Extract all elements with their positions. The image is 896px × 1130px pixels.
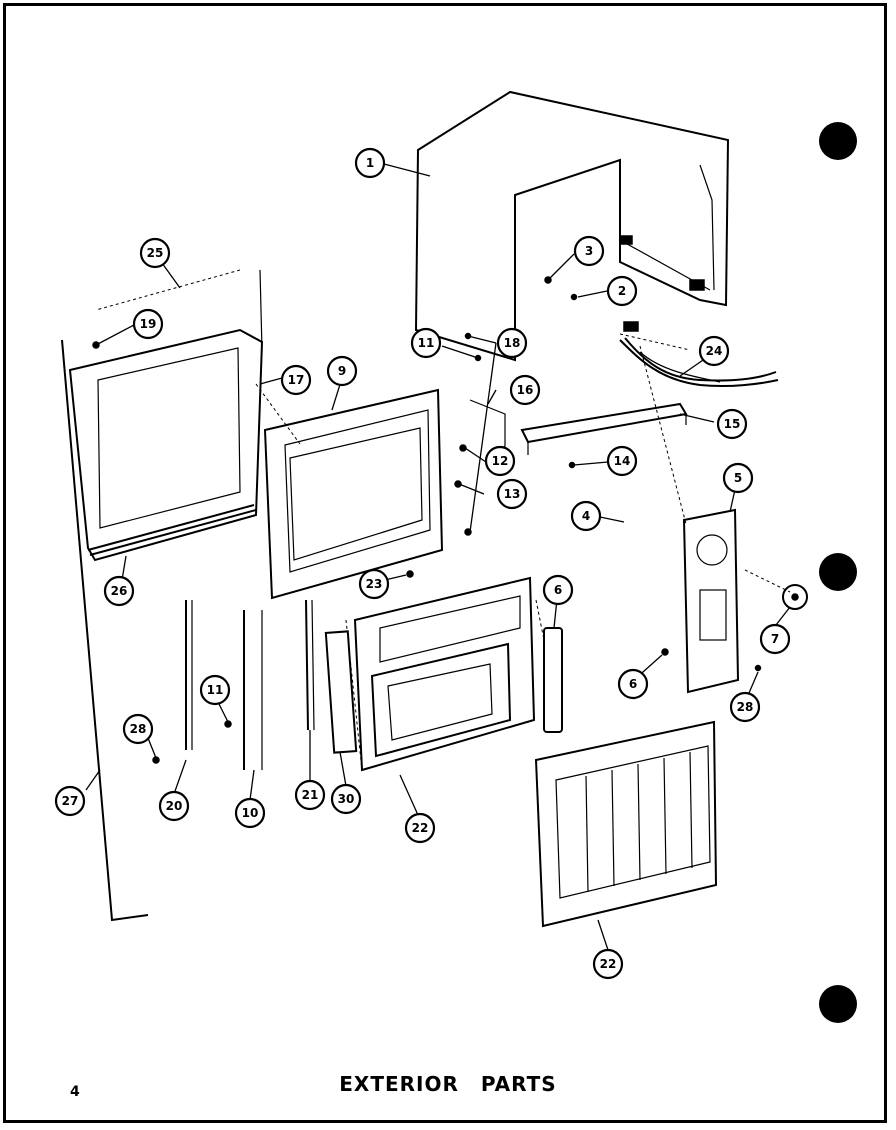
svg-text:22: 22	[412, 821, 429, 835]
page-number: 4	[70, 1084, 80, 1100]
callout-16: 16	[509, 374, 541, 406]
callout-14: 14	[606, 445, 638, 477]
hardware-screws	[92, 276, 762, 764]
svg-text:12: 12	[492, 454, 509, 468]
svg-text:1: 1	[366, 156, 374, 170]
svg-text:20: 20	[166, 799, 183, 813]
callout-28a: 28	[122, 713, 154, 745]
svg-text:17: 17	[288, 373, 305, 387]
outer-cabinet	[414, 90, 730, 362]
svg-text:22: 22	[600, 957, 617, 971]
wire-harness	[619, 337, 779, 388]
svg-text:28: 28	[737, 700, 754, 714]
control-panel	[682, 508, 740, 694]
svg-text:6: 6	[554, 583, 562, 597]
callout-4: 4	[570, 500, 602, 532]
callout-1: 1	[354, 147, 386, 179]
page-title: EXTERIOR PARTS	[339, 1072, 557, 1096]
alignment-lines	[95, 269, 791, 771]
callout-7: 7	[759, 623, 791, 655]
svg-text:6: 6	[629, 677, 637, 691]
control-knob	[782, 584, 808, 610]
svg-text:21: 21	[302, 788, 319, 802]
svg-text:11: 11	[418, 336, 435, 350]
svg-text:14: 14	[614, 454, 631, 468]
svg-text:13: 13	[504, 487, 521, 501]
callout-11b: 11	[199, 674, 231, 706]
svg-text:24: 24	[706, 344, 723, 358]
svg-text:18: 18	[504, 336, 521, 350]
callout-13: 13	[496, 478, 528, 510]
svg-text:3: 3	[585, 244, 593, 258]
side-trim	[61, 339, 149, 922]
svg-text:27: 27	[62, 794, 79, 808]
callout-10: 10	[234, 797, 266, 829]
callout-6b: 6	[617, 668, 649, 700]
callout-3: 3	[573, 235, 605, 267]
punch-hole-bottom	[819, 985, 857, 1023]
svg-text:5: 5	[734, 471, 742, 485]
callout-21: 21	[294, 779, 326, 811]
svg-text:15: 15	[724, 417, 741, 431]
svg-text:4: 4	[582, 509, 590, 523]
callout-26: 26	[103, 575, 135, 607]
callout-19: 19	[132, 308, 164, 340]
svg-text:11: 11	[207, 683, 224, 697]
svg-text:23: 23	[366, 577, 383, 591]
callout-27: 27	[54, 785, 86, 817]
callout-24: 24	[698, 335, 730, 367]
left-door-panel	[68, 269, 264, 562]
callout-2: 2	[606, 275, 638, 307]
callout-20: 20	[158, 790, 190, 822]
callout-18: 18	[496, 327, 528, 359]
svg-text:26: 26	[111, 584, 128, 598]
svg-text:30: 30	[338, 792, 355, 806]
svg-text:2: 2	[618, 284, 626, 298]
inner-frame	[263, 388, 444, 600]
svg-text:16: 16	[517, 383, 534, 397]
callout-22a: 22	[404, 812, 436, 844]
punch-hole-top	[819, 122, 857, 160]
page-border	[3, 3, 887, 1123]
callout-6a: 6	[542, 574, 574, 606]
svg-text:19: 19	[140, 317, 157, 331]
grille-panel	[534, 720, 718, 928]
door-assembly	[353, 576, 536, 772]
callout-17: 17	[280, 364, 312, 396]
svg-text:25: 25	[147, 246, 164, 260]
callout-30: 30	[330, 783, 362, 815]
door-handle	[543, 627, 563, 733]
callout-25: 25	[139, 237, 171, 269]
callout-11a: 11	[410, 327, 442, 359]
punch-hole-middle	[819, 553, 857, 591]
svg-text:7: 7	[771, 632, 779, 646]
callout-23: 23	[358, 568, 390, 600]
callout-28b: 28	[729, 691, 761, 723]
svg-text:28: 28	[130, 722, 147, 736]
callout-22b: 22	[592, 948, 624, 980]
callout-15: 15	[716, 408, 748, 440]
svg-text:10: 10	[242, 806, 259, 820]
callout-12: 12	[484, 445, 516, 477]
svg-text:9: 9	[338, 364, 346, 378]
callout-9: 9	[326, 355, 358, 387]
door-strips	[185, 599, 358, 770]
callout-5: 5	[722, 462, 754, 494]
